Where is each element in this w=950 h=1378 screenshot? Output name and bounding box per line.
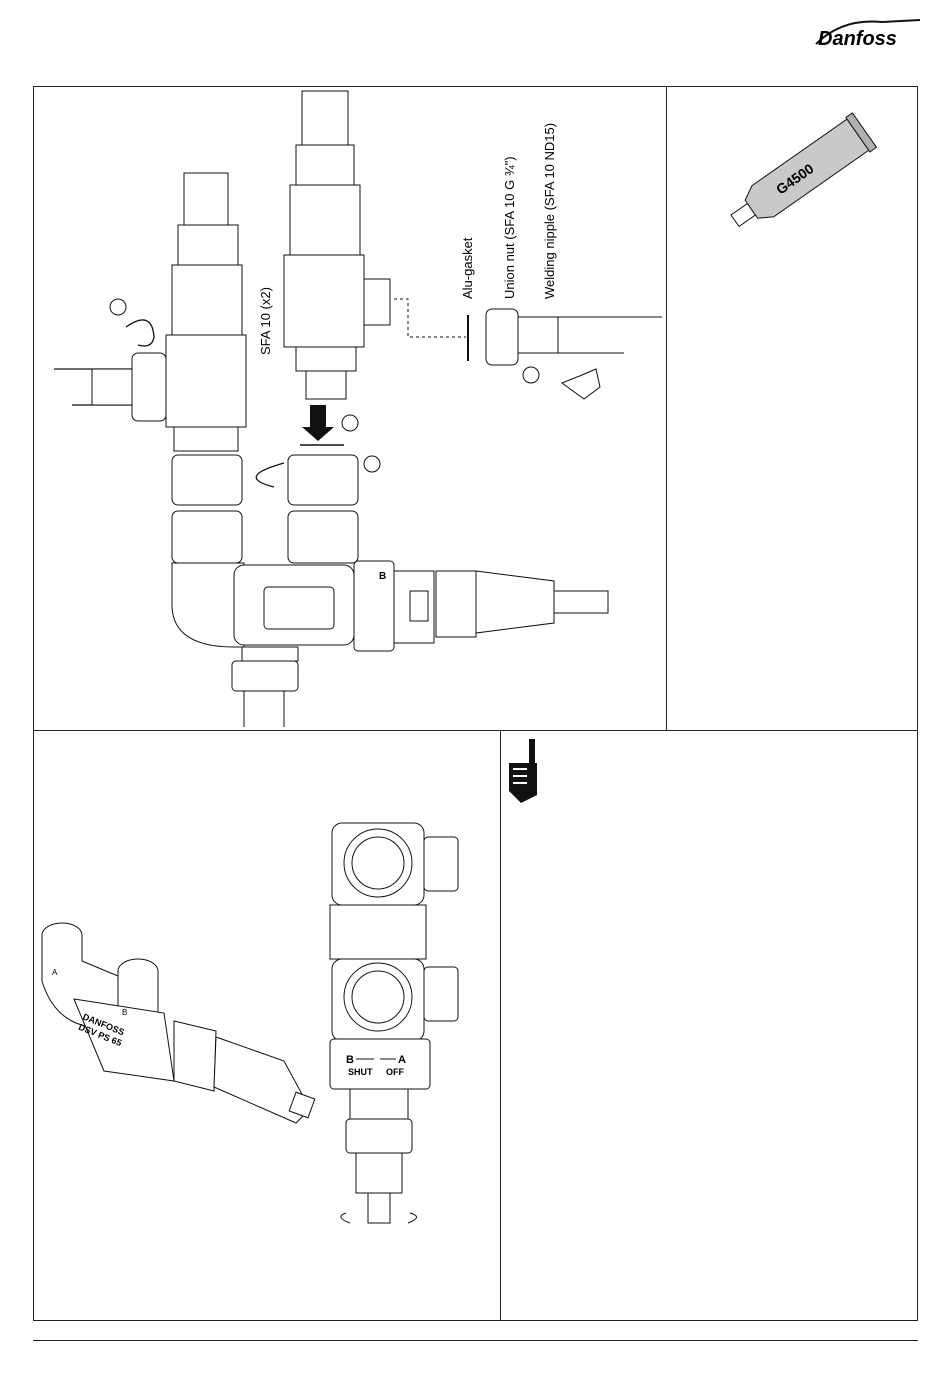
port-a: A xyxy=(52,968,58,977)
union-label: Union nut (SFA 10 G ¾") xyxy=(502,156,517,299)
sfa-label: SFA 10 (x2) xyxy=(258,287,273,355)
grease-panel: G4500 xyxy=(666,86,918,731)
danfoss-logo: Danfoss xyxy=(812,14,924,54)
dir-a: A xyxy=(398,1054,406,1066)
port-b: B xyxy=(122,1008,127,1017)
note-panel xyxy=(500,730,918,1321)
gasket-label: Alu-gasket xyxy=(460,237,475,299)
shut-label: SHUT xyxy=(348,1067,373,1077)
installation-panel: B SFA 10 (x2) Alu-gasket Union nut (SFA … xyxy=(33,86,667,731)
valve-mark: B xyxy=(379,571,386,582)
dir-b: B xyxy=(346,1054,354,1066)
grease-tube-drawing: G4500 xyxy=(667,87,917,730)
pointing-hand-icon xyxy=(503,739,545,805)
footer-rule xyxy=(33,1340,918,1341)
off-label: OFF xyxy=(386,1067,404,1077)
brand-name: Danfoss xyxy=(818,28,897,50)
nipple-label: Welding nipple (SFA 10 ND15) xyxy=(542,123,557,299)
valve-drawing: A B DANFOSS DSV PS 65 B A SHUT OFF xyxy=(34,731,500,1320)
valve-panel: A B DANFOSS DSV PS 65 B A SHUT OFF xyxy=(33,730,501,1321)
installation-drawing: B SFA 10 (x2) Alu-gasket Union nut (SFA … xyxy=(34,87,666,730)
